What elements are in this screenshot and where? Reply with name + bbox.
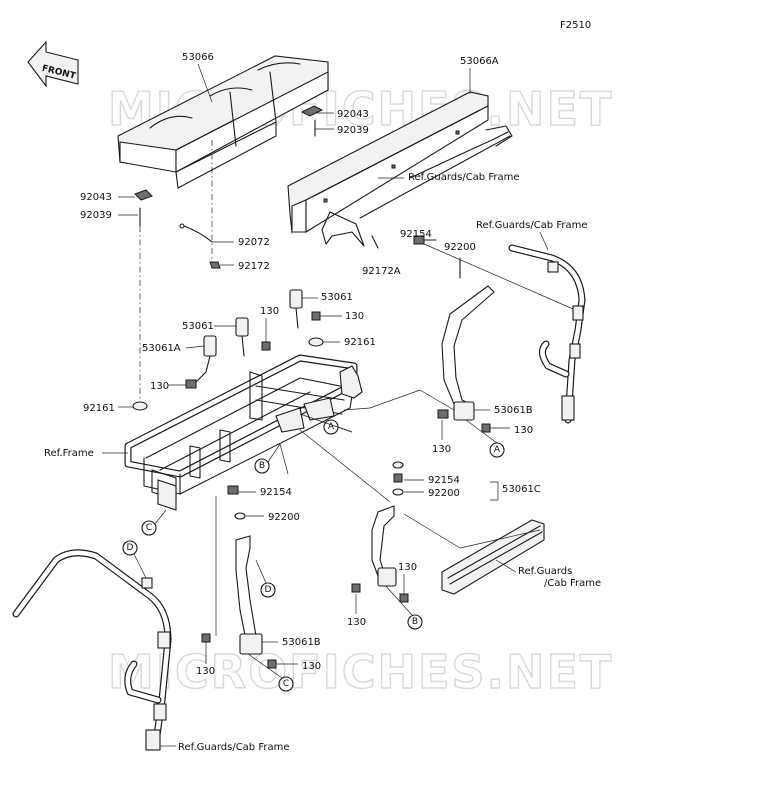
grommet-92161-right <box>308 337 324 347</box>
label-92172: 92172 <box>238 261 270 272</box>
label-53061C: 53061C <box>502 484 541 495</box>
svg-text:D: D <box>265 585 272 595</box>
seat-back-bar-53066A <box>287 91 513 247</box>
seat-belt-53061B-left <box>201 535 277 669</box>
seat-belt-53061C <box>351 505 409 603</box>
bracket-92043-left <box>118 189 153 227</box>
label-ref-guards-bottom: Ref.Guards/Cab Frame <box>178 742 290 753</box>
label-53061-b: 53061 <box>182 321 214 332</box>
label-92039-top: 92039 <box>337 125 369 136</box>
svg-text:C: C <box>146 523 152 533</box>
label-130-h: 130 <box>196 666 215 677</box>
label-92039-left: 92039 <box>80 210 112 221</box>
buckle-53061-a <box>289 289 321 329</box>
label-ref-guards-upper-right: Ref.Guards/Cab Frame <box>476 220 588 231</box>
buckle-53061-b <box>235 317 271 357</box>
label-53061-a: 53061 <box>321 292 353 303</box>
callout-a-upper: A <box>323 419 339 435</box>
label-130-g: 130 <box>347 617 366 628</box>
label-92200-left: 92200 <box>268 512 300 523</box>
label-92161-b: 92161 <box>344 337 376 348</box>
wire-92072 <box>179 223 234 269</box>
label-ref-guards-top: Ref.Guards/Cab Frame <box>408 172 520 183</box>
label-53061A: 53061A <box>142 343 181 354</box>
label-92043-top: 92043 <box>337 109 369 120</box>
watermark-bottom: MICROFICHES.NET <box>108 645 613 699</box>
svg-text:A: A <box>494 445 501 455</box>
callout-a-lower: A <box>489 442 505 458</box>
label-130-d: 130 <box>432 444 451 455</box>
label-92154-left: 92154 <box>260 487 292 498</box>
svg-text:A: A <box>328 422 335 432</box>
grommet-92161-left <box>132 401 148 411</box>
label-92172A: 92172A <box>362 266 401 277</box>
label-92043-left: 92043 <box>80 192 112 203</box>
buckle-53061A <box>185 335 217 389</box>
roll-bar-lower-left <box>12 549 172 751</box>
front-arrow-icon: FRONT <box>27 40 79 88</box>
label-130-i: 130 <box>302 661 321 672</box>
label-53066: 53066 <box>182 52 214 63</box>
label-130-e: 130 <box>514 425 533 436</box>
callout-c-left: C <box>141 520 157 536</box>
label-ref-guards-right-1: Ref.Guards <box>518 566 572 577</box>
callout-d-left: D <box>122 540 138 556</box>
svg-text:D: D <box>127 543 134 553</box>
label-92200-mid: 92200 <box>428 488 460 499</box>
seat-belt-53061B-right <box>437 285 495 433</box>
callout-c-lower: C <box>278 676 294 692</box>
callout-d-belt: D <box>260 582 276 598</box>
label-53066A: 53066A <box>460 56 499 67</box>
svg-text:C: C <box>283 679 289 689</box>
label-ref-guards-right-2: /Cab Frame <box>544 578 601 589</box>
label-92154-mid: 92154 <box>428 475 460 486</box>
callout-b-upper: B <box>254 458 270 474</box>
label-92072: 92072 <box>238 237 270 248</box>
label-130-c: 130 <box>150 381 169 392</box>
roll-bar-upper-right <box>508 244 586 424</box>
svg-text:B: B <box>412 617 418 627</box>
seat-frame <box>124 354 363 511</box>
bolt-92154-left <box>227 485 246 520</box>
label-130-b: 130 <box>345 311 364 322</box>
bolt-92154-mid <box>392 461 404 496</box>
bolt-92154-top <box>413 235 437 245</box>
lower-right-guard-bar <box>441 519 545 595</box>
label-53061B-right: 53061B <box>494 405 533 416</box>
callout-b-lower: B <box>407 614 423 630</box>
label-92154-top: 92154 <box>400 229 432 240</box>
label-130-a: 130 <box>260 306 279 317</box>
label-92161-a: 92161 <box>83 403 115 414</box>
svg-text:B: B <box>259 461 265 471</box>
seat-cushion-53066 <box>117 55 329 189</box>
figure-code: F2510 <box>560 20 591 31</box>
label-ref-frame: Ref.Frame <box>44 448 94 459</box>
label-53061B-left: 53061B <box>282 637 321 648</box>
label-92200-top: 92200 <box>444 242 476 253</box>
label-130-f: 130 <box>398 562 417 573</box>
bracket-92043-top <box>300 105 334 137</box>
